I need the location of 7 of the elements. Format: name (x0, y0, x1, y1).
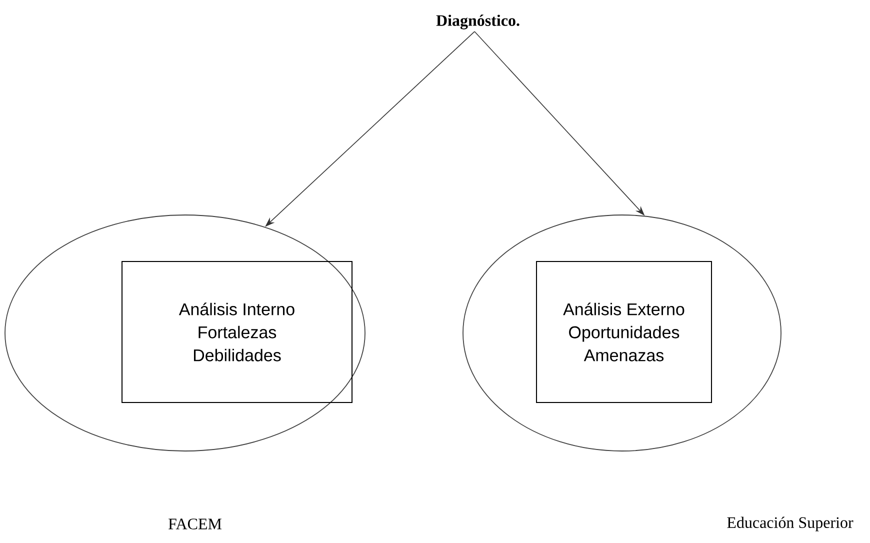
text-box: Análisis Interno Fortalezas Debilidades (122, 261, 352, 403)
label: Educación Superior (727, 516, 854, 532)
ellipse (462, 214, 782, 452)
ellipse (4, 214, 366, 452)
label: FACEM (168, 518, 222, 530)
text-box: Análisis Externo Oportunidades Amenazas (536, 261, 712, 403)
heading: Diagnóstico. (436, 14, 520, 30)
